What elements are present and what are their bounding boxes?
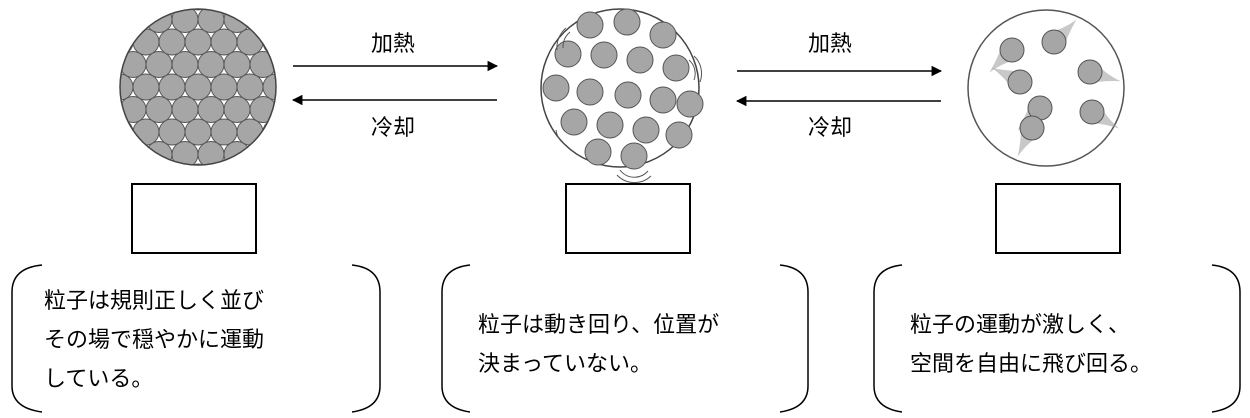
gas-particle [1007,69,1033,95]
bracket-left-3 [873,264,903,413]
liquid-particle [554,40,582,68]
answer-box-liquid[interactable] [565,183,691,254]
motion-arc [693,55,703,83]
liquid-particle [620,142,648,170]
solid-particle [236,28,264,56]
liquid-particle [649,21,677,49]
solid-particle [223,96,251,123]
motion-arc [562,31,571,49]
liquid-particle [584,138,612,166]
liquid-particle [560,108,588,136]
liquid-particle [649,86,677,114]
solid-particle [171,51,199,78]
liquid-particle [596,111,624,139]
liquid-particle [665,121,693,149]
description-line: 決まっていない。 [478,352,653,377]
liquid-particle [576,11,604,39]
liquid-particle [542,74,570,102]
solid-particle [236,73,264,101]
liquid-particle [676,90,704,118]
description-line: 空間を自由に飛び回る。 [910,352,1153,377]
bracket-right-2 [779,264,809,413]
solid-particle-diagram [119,8,277,166]
description-line: その場で穏やかに運動 [44,328,265,353]
motion-arc [616,174,652,184]
solid-particle [184,9,212,11]
description-line: 粒子の運動が激しく、 [910,313,1131,338]
liquid-particle [632,116,660,144]
liquid-particle [590,41,618,69]
solid-particle [184,118,212,146]
gas-particle-diagram [967,9,1125,167]
solid-particle [145,51,173,78]
description-gas: 粒子の運動が激しく、 空間を自由に飛び回る。 [910,306,1152,384]
solid-particle [249,51,276,78]
solid-particle [223,51,251,78]
solid-particle [184,28,212,56]
motion-arc [556,27,567,51]
liquid-particle [613,8,641,36]
bracket-right-3 [1211,264,1241,413]
gas-particle [1019,115,1045,141]
bracket-left-1 [11,264,43,413]
cool-label-2: 冷却 [808,116,853,141]
solid-particle [145,96,173,123]
answer-box-gas[interactable] [995,183,1121,254]
solid-particle [210,118,238,146]
liquid-particle [614,81,642,109]
solid-particle [132,28,160,56]
solid-particle [249,96,276,123]
gas-particle [1077,59,1103,85]
solid-particle [171,96,199,123]
heat-label-1: 加熱 [371,32,416,57]
description-line: 粒子は動き回り、位置が [478,313,720,338]
solid-particle [210,73,238,101]
motion-arc [688,59,696,81]
solid-particle [197,51,225,78]
solid-particle [158,118,186,146]
liquid-particle [662,54,690,82]
description-liquid: 粒子は動き回り、位置が 決まっていない。 [478,306,719,384]
motion-arc [555,129,567,146]
solid-particle [132,73,160,101]
cool-label-1: 冷却 [371,116,416,141]
bracket-right-1 [351,264,381,413]
solid-particle [262,73,276,101]
description-solid: 粒子は規則正しく並び その場で穏やかに運動 している。 [44,282,264,399]
solid-particle [158,73,186,101]
description-line: 粒子は規則正しく並び [44,289,265,314]
bracket-left-2 [441,264,471,413]
liquid-particle [576,78,604,106]
answer-box-solid[interactable] [131,183,257,254]
gas-particle [1041,29,1067,55]
heat-label-2: 加熱 [808,32,853,57]
gas-particle [1079,99,1105,125]
solid-particle [236,118,264,146]
solid-particle [158,28,186,56]
solid-particle [210,28,238,56]
motion-arc [619,169,649,178]
solid-particle [184,73,212,101]
description-line: している。 [44,367,154,392]
solid-particle [132,118,160,146]
solid-particle [184,163,212,165]
solid-particle [197,96,225,123]
gas-particle [999,37,1025,63]
liquid-particle [626,46,654,74]
liquid-particle-diagram [540,8,704,184]
